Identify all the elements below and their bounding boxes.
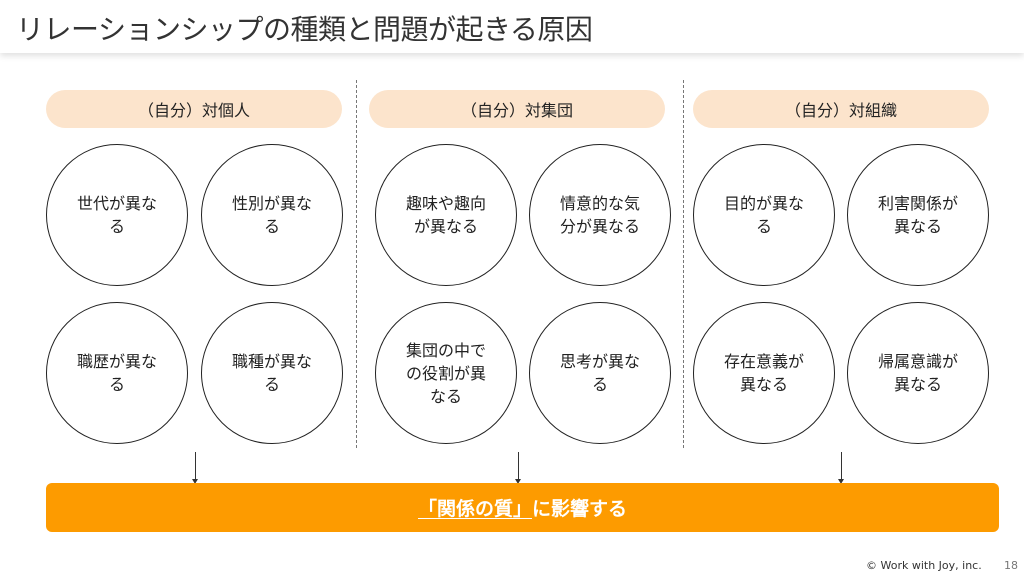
reason-circle: 職種が異なる — [201, 302, 343, 444]
reason-circle: 職歴が異なる — [46, 302, 188, 444]
reason-text-line: 職歴が異な — [76, 352, 157, 371]
reason-text-line: 利害関係が — [877, 194, 958, 213]
column-divider — [356, 80, 357, 448]
reason-circle: 帰属意識が異なる — [847, 302, 989, 444]
reason-text-line: 異なる — [893, 217, 942, 236]
reason-circle: 利害関係が異なる — [847, 144, 989, 286]
reason-text-line: る — [108, 375, 125, 394]
reason-text-line: る — [263, 217, 280, 236]
reason-circle: 情意的な気分が異なる — [529, 144, 671, 286]
header-bar: リレーションシップの種類と問題が起きる原因 — [0, 0, 1024, 53]
reason-circle: 思考が異なる — [529, 302, 671, 444]
reason-text-line: 存在意義が — [723, 352, 804, 371]
reason-text-line: 趣味や趣向 — [405, 194, 486, 213]
reason-circle: 目的が異なる — [693, 144, 835, 286]
reason-text-line: 情意的な気 — [559, 194, 640, 213]
column-divider — [683, 80, 684, 448]
reason-circle: 存在意義が異なる — [693, 302, 835, 444]
reason-circle: 集団の中での役割が異なる — [375, 302, 517, 444]
reason-text-line: 分が異なる — [559, 217, 640, 236]
reason-text-line: る — [108, 217, 125, 236]
reason-text-line: る — [755, 217, 772, 236]
down-arrow-icon — [515, 452, 521, 484]
category-header-individual: （自分）対個人 — [46, 90, 342, 128]
reason-circle: 世代が異なる — [46, 144, 188, 286]
reason-text-line: が異なる — [413, 217, 478, 236]
copyright: © Work with Joy, inc. — [866, 559, 982, 572]
down-arrow-icon — [838, 452, 844, 484]
reason-text-line: 異なる — [739, 375, 788, 394]
result-text: に影響する — [532, 498, 628, 520]
reason-text-line: 性別が異な — [231, 194, 312, 213]
reason-text-line: 帰属意識が — [877, 352, 958, 371]
reason-text-line: の役割が異 — [405, 363, 486, 383]
down-arrow-icon — [192, 452, 198, 484]
reason-text-line: 世代が異な — [76, 194, 157, 213]
reason-text-line: 職種が異な — [231, 352, 312, 371]
page-number: 18 — [1004, 559, 1018, 572]
reason-text-line: なる — [429, 386, 462, 406]
reason-text-line: 思考が異な — [559, 352, 640, 371]
reason-text-line: 目的が異な — [723, 194, 804, 213]
page-title: リレーションシップの種類と問題が起きる原因 — [16, 13, 593, 46]
reason-text-line: る — [591, 375, 608, 394]
reason-text-line: 集団の中で — [405, 340, 486, 360]
reason-circle: 趣味や趣向が異なる — [375, 144, 517, 286]
reason-text-line: 異なる — [893, 375, 942, 394]
category-header-group: （自分）対集団 — [369, 90, 665, 128]
category-header-organization: （自分）対組織 — [693, 90, 989, 128]
reason-circle: 性別が異なる — [201, 144, 343, 286]
reason-text-line: る — [263, 375, 280, 394]
result-underlined-text: 「関係の質」 — [417, 498, 532, 520]
result-banner: 「関係の質」に影響する — [46, 483, 999, 532]
